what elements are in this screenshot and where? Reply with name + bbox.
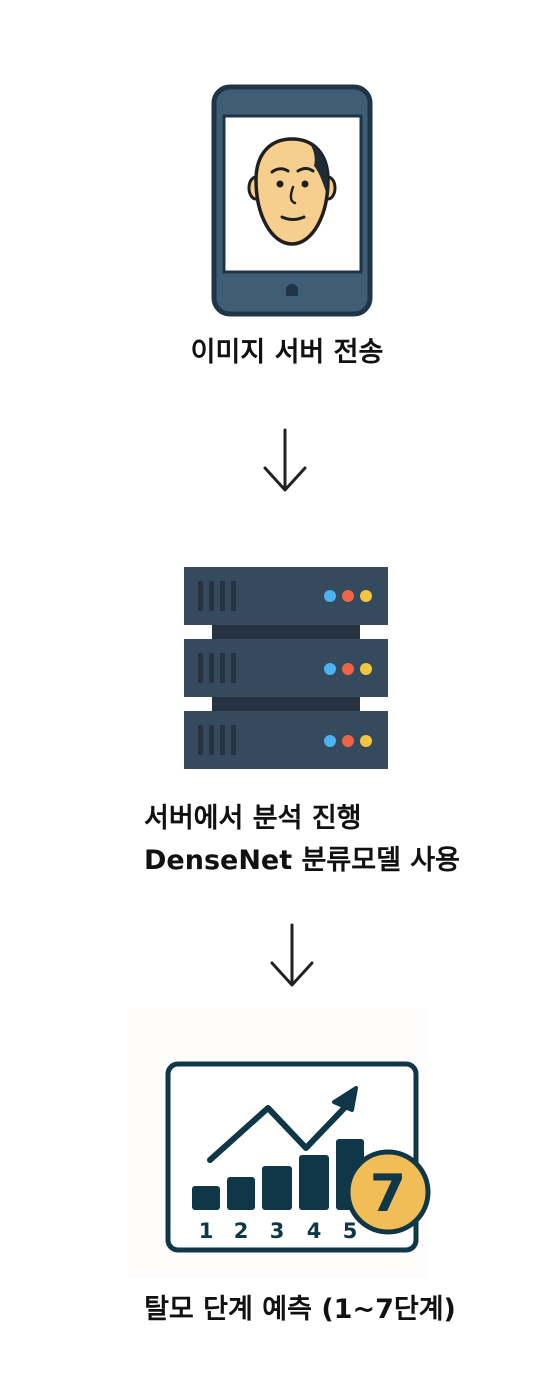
bar-label: 1	[199, 1219, 214, 1243]
smartphone-face-icon	[211, 84, 373, 317]
arrow-down-icon	[270, 923, 314, 987]
step-caption-upload: 이미지 서버 전송	[190, 337, 384, 368]
bar-label: 4	[307, 1219, 322, 1243]
stage-badge-number: 7	[370, 1164, 406, 1224]
step-caption-model: DenseNet 분류모델 사용	[144, 845, 460, 876]
bar-label: 2	[234, 1219, 249, 1243]
bar-label: 5	[343, 1219, 358, 1243]
arrow-down-icon	[263, 428, 307, 492]
step-caption-prediction: 탈모 단계 예측 (1~7단계)	[144, 1294, 456, 1325]
step-caption-analysis: 서버에서 분석 진행	[144, 803, 362, 834]
stage-badge	[345, 1149, 431, 1235]
growth-chart-icon: 1 2 3 4 5 7	[165, 1061, 431, 1253]
server-rack-icon	[184, 567, 388, 769]
bar-label: 3	[270, 1219, 285, 1243]
